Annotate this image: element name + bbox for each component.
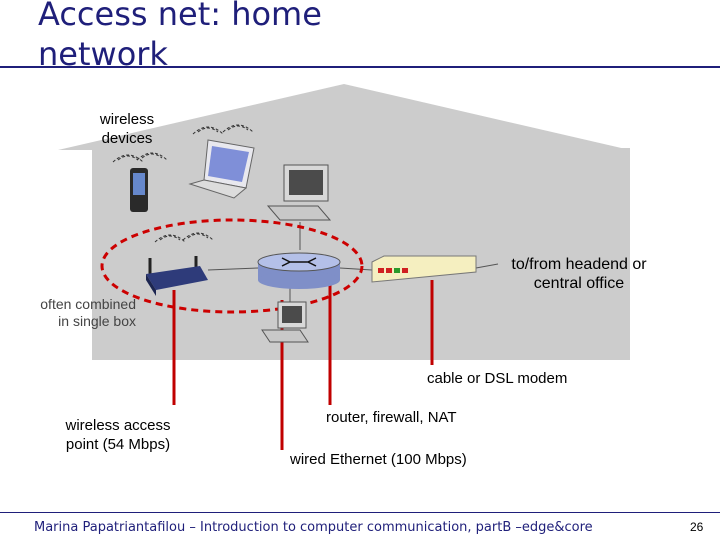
laptop-icon	[188, 139, 255, 199]
wireless-devices-line2: devices	[101, 130, 153, 147]
page-title: Access net: home network	[38, 0, 438, 74]
combined-line2: in single box	[58, 313, 136, 329]
cable-modem-out	[475, 263, 499, 269]
desktop-computer-icon	[266, 164, 332, 221]
headend-line1: to/from headend or	[511, 256, 647, 273]
router-icon	[257, 252, 341, 289]
footer-rule	[0, 512, 720, 513]
access-point-line1: wireless access	[65, 417, 171, 434]
title-line-1: Access net: home	[38, 0, 322, 33]
wireless-wave-icon	[112, 124, 254, 243]
headend-line2: central office	[533, 275, 625, 292]
title-rule	[0, 66, 720, 68]
modem-label: cable or DSL modem	[427, 370, 568, 387]
combined-box-ellipse	[100, 218, 364, 314]
access-point-label: wireless access point (54 Mbps)	[48, 416, 188, 454]
ethernet-label: wired Ethernet (100 Mbps)	[290, 451, 467, 468]
house-body	[92, 148, 630, 360]
house-roof	[58, 84, 630, 150]
wireless-devices-line1: wireless	[99, 111, 155, 128]
access-point-line2: point (54 Mbps)	[65, 436, 171, 453]
wireless-router-icon	[146, 256, 208, 296]
wireless-devices-label: wireless devices	[82, 110, 172, 148]
cable-router-modem	[339, 267, 373, 271]
router-label: router, firewall, NAT	[326, 409, 457, 426]
combined-label: often combined in single box	[18, 296, 136, 330]
cable-modem-icon	[371, 255, 477, 283]
page-number: 26	[690, 520, 704, 534]
cable-ap-router	[207, 267, 259, 271]
smartphone-icon	[130, 168, 148, 212]
headend-label: to/from headend or central office	[488, 255, 670, 293]
footer-text: Marina Papatriantafilou – Introduction t…	[34, 520, 593, 535]
pc-icon	[261, 301, 309, 343]
combined-line1: often combined	[40, 296, 136, 312]
